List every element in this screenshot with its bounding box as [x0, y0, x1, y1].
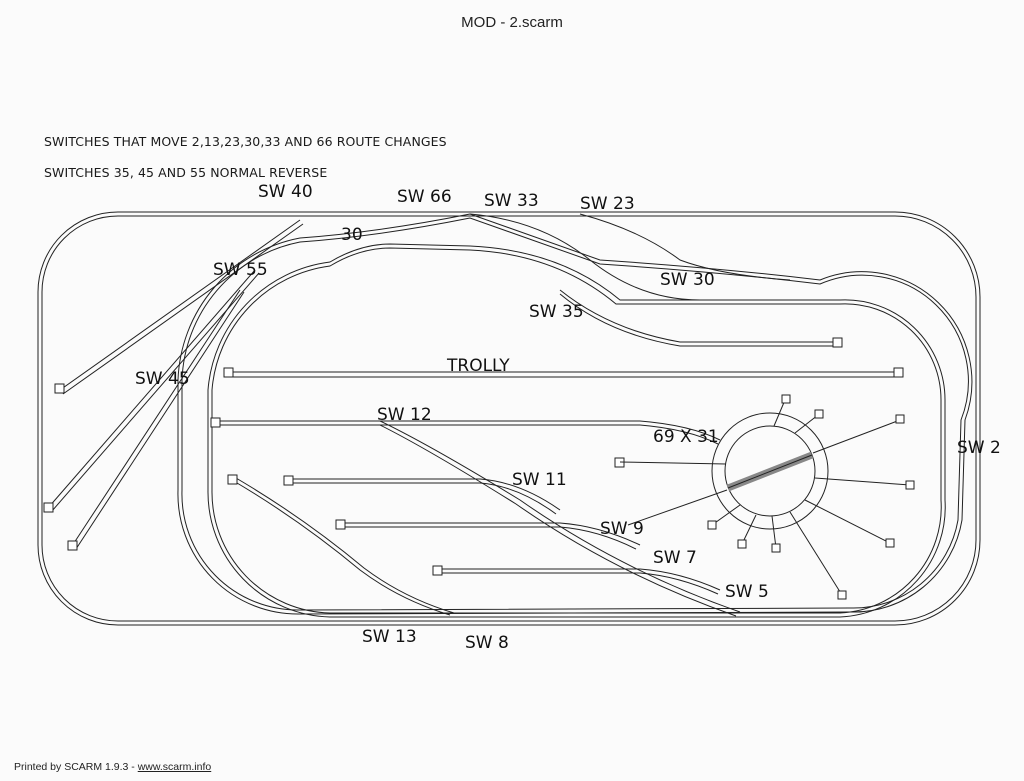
print-footer: Printed by SCARM 1.9.3 - www.scarm.info — [14, 761, 211, 773]
label-trolly: TROLLY — [447, 356, 510, 376]
label-sw-8: SW 8 — [465, 633, 509, 653]
label-30: 30 — [341, 225, 363, 245]
label-sw-12: SW 12 — [377, 405, 432, 425]
label-sw-30: SW 30 — [660, 270, 715, 290]
label-sw-5: SW 5 — [725, 582, 769, 602]
switch-reverse-note: SWITCHES 35, 45 AND 55 NORMAL REVERSE — [44, 165, 328, 180]
label-sw-66: SW 66 — [397, 187, 452, 207]
buffer-stops — [43, 337, 904, 576]
label-sw-11: SW 11 — [512, 470, 567, 490]
footer-text: Printed by SCARM 1.9.3 - — [14, 761, 138, 773]
scarm-website-link[interactable]: www.scarm.info — [137, 761, 212, 773]
turntable — [619, 394, 915, 600]
label-sw-13: SW 13 — [362, 627, 417, 647]
label-sw-40: SW 40 — [258, 182, 313, 202]
label-sw-45: SW 45 — [135, 369, 190, 389]
label-sw-55: SW 55 — [213, 260, 268, 280]
label-turntable-size: 69 X 31 — [653, 427, 719, 447]
label-sw-7: SW 7 — [653, 548, 697, 568]
inner-loop-track — [177, 213, 973, 615]
label-sw-9: SW 9 — [600, 519, 644, 539]
outer-loop-track — [37, 211, 981, 626]
label-sw-33: SW 33 — [484, 191, 539, 211]
document-title: MOD - 2.scarm — [461, 14, 563, 31]
third-loop-track — [207, 243, 946, 618]
label-sw-35: SW 35 — [529, 302, 584, 322]
switch-route-note: SWITCHES THAT MOVE 2,13,23,30,33 AND 66 … — [44, 134, 447, 149]
label-sw-2: SW 2 — [957, 438, 1001, 458]
label-sw-23: SW 23 — [580, 194, 635, 214]
